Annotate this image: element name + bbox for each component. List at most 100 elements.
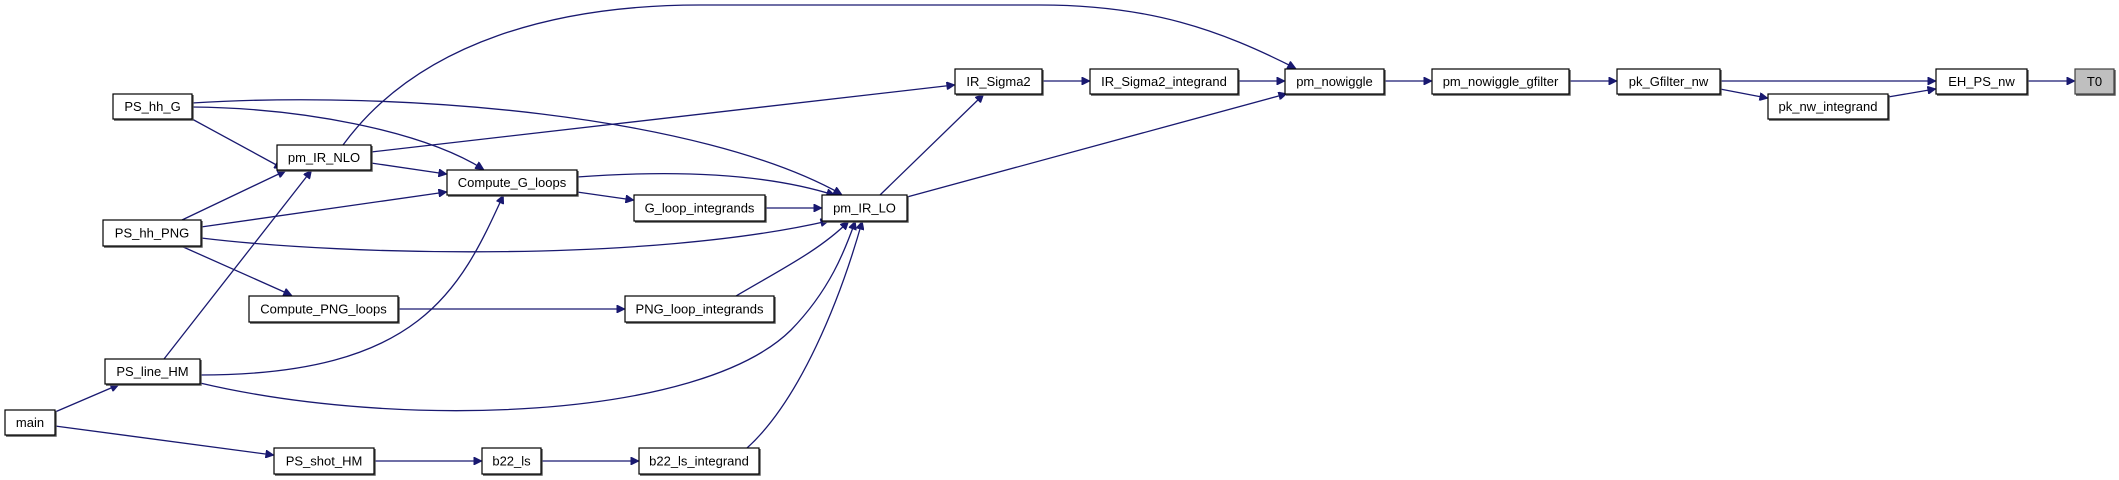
node-IR_Sigma2_integrand[interactable]: IR_Sigma2_integrand [1089, 68, 1240, 96]
node-shadow [2076, 70, 2116, 96]
node-box [624, 295, 775, 323]
edge-pk_nw_integrand-to-EH_PS_nw [1887, 89, 1935, 98]
node-Compute_PNG_loops[interactable]: Compute_PNG_loops [248, 295, 400, 324]
node-EH_PS_nw[interactable]: EH_PS_nw [1935, 68, 2029, 96]
node-box [104, 358, 201, 385]
node-label: pk_Gfilter_nw [1629, 74, 1709, 89]
node-shadow [275, 449, 376, 476]
edge-pm_IR_NLO-to-IR_Sigma2 [370, 85, 954, 153]
node-shadow [1769, 95, 1890, 121]
node-pm_nowiggle_gfilter[interactable]: pm_nowiggle_gfilter [1431, 68, 1571, 96]
node-main[interactable]: main [4, 409, 57, 437]
node-box [1431, 68, 1570, 95]
node-shadow [104, 221, 203, 248]
edge-Compute_G_loops-to-G_loop_integrands [576, 191, 633, 200]
edge-main-to-PS_shot_HM [54, 425, 273, 455]
node-shadow [1286, 70, 1386, 96]
node-box [633, 194, 766, 222]
node-box [1767, 93, 1889, 120]
edge-pm_IR_NLO-to-pm_nowiggle [342, 4, 1295, 146]
node-Compute_G_loops[interactable]: Compute_G_loops [446, 169, 579, 197]
node-shadow [823, 196, 909, 223]
edge-pm_IR_LO-to-pm_nowiggle [906, 94, 1286, 198]
node-shadow [640, 449, 761, 476]
node-box [1089, 68, 1239, 95]
node-shadow [114, 95, 194, 121]
node-label: IR_Sigma2 [966, 74, 1030, 89]
node-shadow [448, 171, 579, 197]
node-b22_ls[interactable]: b22_ls [481, 447, 543, 476]
node-PS_hh_G[interactable]: PS_hh_G [112, 93, 194, 121]
node-label: main [16, 415, 44, 430]
node-shadow [635, 196, 767, 223]
node-label: G_loop_integrands [645, 201, 755, 216]
node-shadow [1618, 70, 1722, 96]
node-pm_nowiggle[interactable]: pm_nowiggle [1284, 68, 1386, 96]
node-shadow [106, 360, 202, 386]
node-label: pm_IR_NLO [288, 150, 360, 165]
node-box [1284, 68, 1385, 95]
edge-PS_hh_PNG-to-Compute_G_loops [200, 192, 446, 228]
edge-main-to-PS_line_HM [54, 385, 118, 413]
node-shadow [1433, 70, 1571, 96]
node-box [1935, 68, 2028, 95]
edge-Compute_G_loops-to-pm_IR_LO [576, 172, 834, 195]
node-label: T0 [2087, 74, 2102, 89]
node-pk_Gfilter_nw[interactable]: pk_Gfilter_nw [1616, 68, 1722, 96]
node-label: PNG_loop_integrands [636, 302, 764, 317]
node-label: EH_PS_nw [1948, 74, 2015, 89]
node-G_loop_integrands[interactable]: G_loop_integrands [633, 194, 767, 223]
node-pm_IR_NLO[interactable]: pm_IR_NLO [276, 144, 373, 172]
node-shadow [956, 70, 1044, 96]
node-label: Compute_G_loops [458, 175, 567, 190]
node-shadow [483, 449, 543, 476]
node-label: PS_line_HM [116, 364, 188, 379]
node-box [273, 447, 375, 475]
edge-PS_line_HM-to-pm_IR_NLO [163, 171, 311, 360]
node-PS_line_HM[interactable]: PS_line_HM [104, 358, 202, 386]
node-PS_shot_HM[interactable]: PS_shot_HM [273, 447, 376, 476]
edge-PS_hh_G-to-Compute_G_loops [191, 106, 483, 169]
node-IR_Sigma2[interactable]: IR_Sigma2 [954, 68, 1044, 96]
node-PS_hh_PNG[interactable]: PS_hh_PNG [102, 219, 203, 248]
node-label: PS_shot_HM [286, 454, 363, 469]
node-box [112, 93, 193, 120]
node-label: PS_hh_PNG [115, 226, 189, 241]
node-box [446, 169, 578, 196]
edge-PS_hh_PNG-to-pm_IR_LO [200, 221, 828, 253]
edge-b22_ls_integrand-to-pm_IR_LO [746, 222, 862, 449]
edge-PS_line_HM-to-pm_IR_LO [199, 222, 855, 412]
node-box [276, 144, 372, 171]
edge-PS_hh_PNG-to-Compute_PNG_loops [180, 245, 291, 295]
node-label: pm_IR_LO [833, 201, 896, 216]
nodes-layer: T0EH_PS_nwpk_nw_integrandpk_Gfilter_nwpm… [4, 68, 2116, 476]
edge-PS_hh_G-to-pm_IR_LO [191, 99, 841, 194]
edges-layer [54, 4, 2074, 461]
node-box [102, 219, 202, 247]
node-shadow [1937, 70, 2029, 96]
node-box [481, 447, 542, 475]
node-label: b22_ls [492, 454, 531, 469]
node-PNG_loop_integrands[interactable]: PNG_loop_integrands [624, 295, 776, 324]
node-box [1616, 68, 1721, 95]
edge-pk_Gfilter_nw-to-pk_nw_integrand [1719, 88, 1767, 98]
node-shadow [1091, 70, 1240, 96]
node-box [2074, 68, 2115, 95]
node-b22_ls_integrand[interactable]: b22_ls_integrand [638, 447, 761, 476]
node-pm_IR_LO[interactable]: pm_IR_LO [821, 194, 909, 223]
edge-pm_IR_NLO-to-Compute_G_loops [370, 162, 446, 174]
node-shadow [250, 297, 400, 324]
node-label: pk_nw_integrand [1778, 99, 1877, 114]
node-pk_nw_integrand[interactable]: pk_nw_integrand [1767, 93, 1890, 121]
edge-PS_line_HM-to-Compute_G_loops [199, 196, 503, 376]
node-shadow [626, 297, 776, 324]
edge-pm_IR_LO-to-IR_Sigma2 [879, 95, 983, 196]
node-box [821, 194, 908, 222]
node-shadow [278, 146, 373, 172]
node-shadow [6, 411, 57, 437]
node-box [638, 447, 760, 475]
node-label: pm_nowiggle_gfilter [1443, 74, 1559, 89]
node-box [4, 409, 56, 436]
node-T0: T0 [2074, 68, 2116, 96]
